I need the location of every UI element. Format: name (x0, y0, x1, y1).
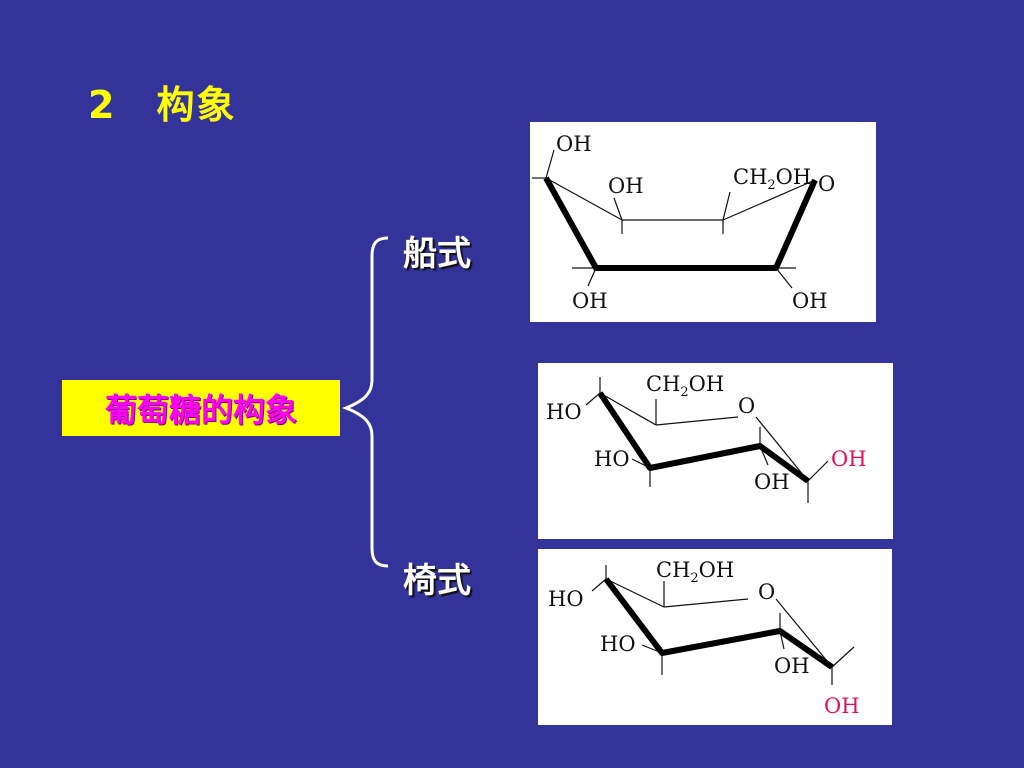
main-label-box: 葡萄糖的构象 (62, 380, 340, 436)
slide-title: 2 构象 (88, 83, 237, 127)
boat-ring-oxygen: O (818, 172, 835, 196)
chair1-oh-anomeric: OH (831, 447, 867, 471)
chair2-oh-anomeric: OH (824, 694, 860, 718)
boat-structure-diagram: OH OH CH2OH O OH OH (532, 132, 835, 313)
chair1-oh-bottom: OH (754, 470, 790, 494)
boat-oh-bottom-right: OH (792, 289, 828, 313)
chair2-ho-mid: HO (600, 632, 636, 656)
boat-oh-mid: OH (608, 174, 644, 198)
chair1-ring-oxygen: O (738, 394, 755, 418)
chair1-ho-top: HO (546, 400, 582, 424)
chair2-oh-bottom: OH (774, 654, 810, 678)
chair2-ring-oxygen: O (758, 580, 775, 604)
chair-structure-panel-1: CH2OH O HO HO OH OH (538, 363, 893, 539)
boat-structure-panel: OH OH CH2OH O OH OH (530, 122, 876, 322)
chair-structure-diagram-1: CH2OH O HO HO OH OH (546, 372, 867, 503)
chair2-ch2oh: CH2OH (656, 558, 734, 586)
chair1-ho-mid: HO (594, 447, 630, 471)
boat-oh-top-left: OH (556, 132, 592, 156)
chair2-ho-top: HO (548, 587, 584, 611)
chair-label: 椅式 (403, 561, 471, 601)
chair1-ch2oh: CH2OH (646, 372, 724, 400)
curly-brace (341, 236, 389, 568)
boat-oh-bottom-left: OH (572, 289, 608, 313)
boat-label: 船式 (403, 234, 471, 274)
chair-structure-panel-2: CH2OH O HO HO OH OH (538, 549, 892, 725)
main-label-text: 葡萄糖的构象 (104, 391, 297, 429)
chair-structure-diagram-2: CH2OH O HO HO OH OH (548, 558, 860, 718)
boat-ch2oh: CH2OH (733, 165, 811, 193)
